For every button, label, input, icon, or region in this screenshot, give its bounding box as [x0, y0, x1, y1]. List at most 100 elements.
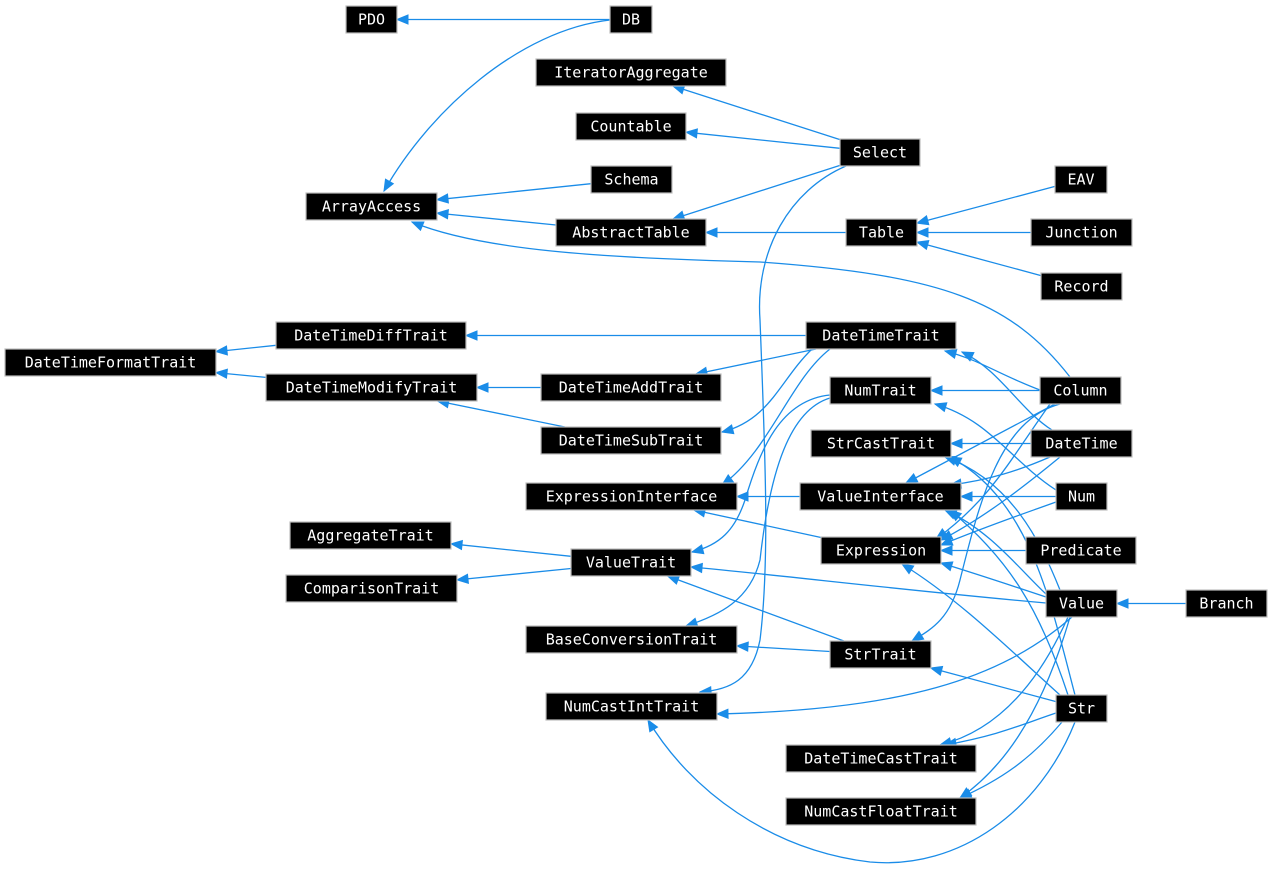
class-node-value[interactable]: Value — [1045, 589, 1118, 618]
class-node-numcastinttrait[interactable]: NumCastIntTrait — [545, 692, 718, 721]
node-box — [345, 5, 398, 34]
class-node-branch[interactable]: Branch — [1185, 589, 1268, 618]
class-node-predicate[interactable]: Predicate — [1025, 536, 1137, 565]
node-label: StrTrait — [844, 646, 916, 664]
node-label: ValueInterface — [817, 488, 943, 506]
class-node-num[interactable]: Num — [1055, 482, 1108, 511]
node-box — [810, 429, 952, 458]
class-node-valueinterface[interactable]: ValueInterface — [799, 482, 962, 511]
arrowhead-valuetrait — [690, 544, 705, 555]
node-box — [1055, 482, 1108, 511]
node-layer: PDO DB IteratorAggregateCountableSelectSch… — [4, 5, 1268, 826]
node-label: Num — [1068, 488, 1095, 506]
edge-str-to-numcastfloattrait — [959, 721, 1063, 799]
arrowhead-valueinterface — [959, 491, 973, 502]
edge-strtrait-to-valuetrait — [667, 575, 845, 642]
edge-value-to-datetimecasttrait — [939, 616, 1069, 746]
class-node-aggregatetrait[interactable]: AggregateTrait — [289, 521, 452, 550]
node-label: BaseConversionTrait — [546, 631, 718, 649]
class-node-datetimesubtrait[interactable]: DateTimeSubTrait — [540, 426, 722, 455]
arrowhead-datetimemodifytrait — [475, 382, 489, 393]
class-node-column[interactable]: Column — [1039, 376, 1122, 405]
node-label: DB — [622, 11, 640, 29]
class-node-datetimetrait[interactable]: DateTimeTrait — [805, 321, 957, 350]
arrowhead-datetimedifftrait — [464, 330, 478, 341]
arrowhead-arrayaccess — [435, 193, 449, 204]
node-label: Expression — [836, 542, 926, 560]
edge-abstracttable-to-arrayaccess — [436, 212, 557, 226]
edge-value-to-numcastfloattrait — [959, 616, 1071, 799]
class-node-datetimeaddtrait[interactable]: DateTimeAddTrait — [540, 373, 722, 402]
node-box — [305, 192, 438, 221]
node-box — [1054, 165, 1108, 194]
edge-record-to-table — [916, 241, 1042, 277]
edge-schema-to-arrayaccess — [436, 183, 592, 201]
arrowhead-valuetrait — [689, 562, 703, 574]
class-node-datetimemodifytrait[interactable]: DateTimeModifyTrait — [265, 373, 478, 402]
arrowhead-numcastinttrait — [647, 718, 659, 733]
edge-column-to-arrayaccess — [411, 221, 1071, 378]
class-node-baseconversiontrait[interactable]: BaseConversionTrait — [525, 625, 738, 654]
node-box — [535, 58, 727, 87]
class-node-db[interactable]: DB — [609, 5, 653, 34]
arrowhead-expression — [900, 563, 915, 575]
node-box — [805, 321, 957, 350]
class-node-abstracttable[interactable]: AbstractTable — [555, 218, 707, 247]
arrowhead-expression — [939, 535, 954, 546]
class-node-pdo[interactable]: PDO — [345, 5, 398, 34]
class-node-str[interactable]: Str — [1055, 694, 1108, 723]
arrowhead-strtrait — [910, 630, 925, 642]
edge-str-to-strtrait — [930, 667, 1057, 703]
node-box — [525, 625, 738, 654]
edge-num-to-numtrait — [934, 403, 1057, 491]
node-label: DateTimeModifyTrait — [286, 379, 458, 397]
class-node-select[interactable]: Select — [839, 138, 921, 167]
class-node-comparisontrait[interactable]: ComparisonTrait — [285, 574, 458, 603]
class-node-iteratoraggregate[interactable]: IteratorAggregate — [535, 58, 727, 87]
class-node-expression[interactable]: Expression — [820, 536, 942, 565]
edge-select-to-countable — [685, 131, 841, 149]
class-node-countable[interactable]: Countable — [575, 112, 687, 141]
arrowhead-abstracttable — [704, 227, 718, 238]
node-label: NumCastIntTrait — [564, 698, 699, 716]
node-box — [799, 482, 962, 511]
class-node-schema[interactable]: Schema — [590, 165, 673, 194]
edge-datetimesubtrait-to-datetimemodifytrait — [437, 400, 566, 428]
node-label: DateTimeSubTrait — [559, 432, 704, 450]
arrowhead-valuetrait — [666, 575, 681, 585]
node-box — [845, 218, 918, 247]
node-label: EAV — [1067, 171, 1094, 189]
class-node-datetimecasttrait[interactable]: DateTimeCastTrait — [785, 744, 977, 773]
class-node-arrayaccess[interactable]: ArrayAccess — [305, 192, 438, 221]
edge-value-to-valuetrait — [690, 566, 1047, 604]
arrowhead-datetimetrait — [943, 348, 958, 359]
edge-value-to-numcastinttrait — [716, 616, 1073, 715]
class-node-record[interactable]: Record — [1040, 272, 1123, 301]
class-node-strcasttrait[interactable]: StrCastTrait — [810, 429, 952, 458]
edge-numtrait-to-valuetrait — [691, 394, 831, 553]
edge-select-to-numcastinttrait — [699, 165, 847, 693]
arrowhead-table — [915, 240, 930, 251]
arrowhead-numcastinttrait — [715, 708, 729, 720]
class-node-datetimeformattrait[interactable]: DateTimeFormatTrait — [4, 348, 217, 377]
class-node-eav[interactable]: EAV — [1054, 165, 1108, 194]
class-node-strtrait[interactable]: StrTrait — [829, 640, 932, 669]
class-node-junction[interactable]: Junction — [1030, 218, 1133, 247]
node-label: Junction — [1045, 224, 1117, 242]
arrowhead-numtrait — [929, 385, 943, 396]
node-box — [265, 373, 478, 402]
class-node-datetime[interactable]: DateTime — [1030, 429, 1133, 458]
node-box — [545, 692, 718, 721]
edge-str-to-valueinterface — [949, 509, 1069, 696]
edge-valuetrait-to-aggregatetrait — [450, 543, 572, 557]
class-node-table[interactable]: Table — [845, 218, 918, 247]
class-node-numtrait[interactable]: NumTrait — [829, 376, 932, 405]
node-label: IteratorAggregate — [554, 64, 708, 82]
class-node-expressioninterface[interactable]: ExpressionInterface — [525, 482, 738, 511]
class-node-valuetrait[interactable]: ValueTrait — [570, 548, 692, 577]
edge-select-to-abstracttable — [672, 164, 841, 220]
class-node-datetimedifftrait[interactable]: DateTimeDiffTrait — [275, 321, 467, 350]
node-box — [1040, 272, 1123, 301]
class-node-numcastfloattrait[interactable]: NumCastFloatTrait — [785, 797, 977, 826]
